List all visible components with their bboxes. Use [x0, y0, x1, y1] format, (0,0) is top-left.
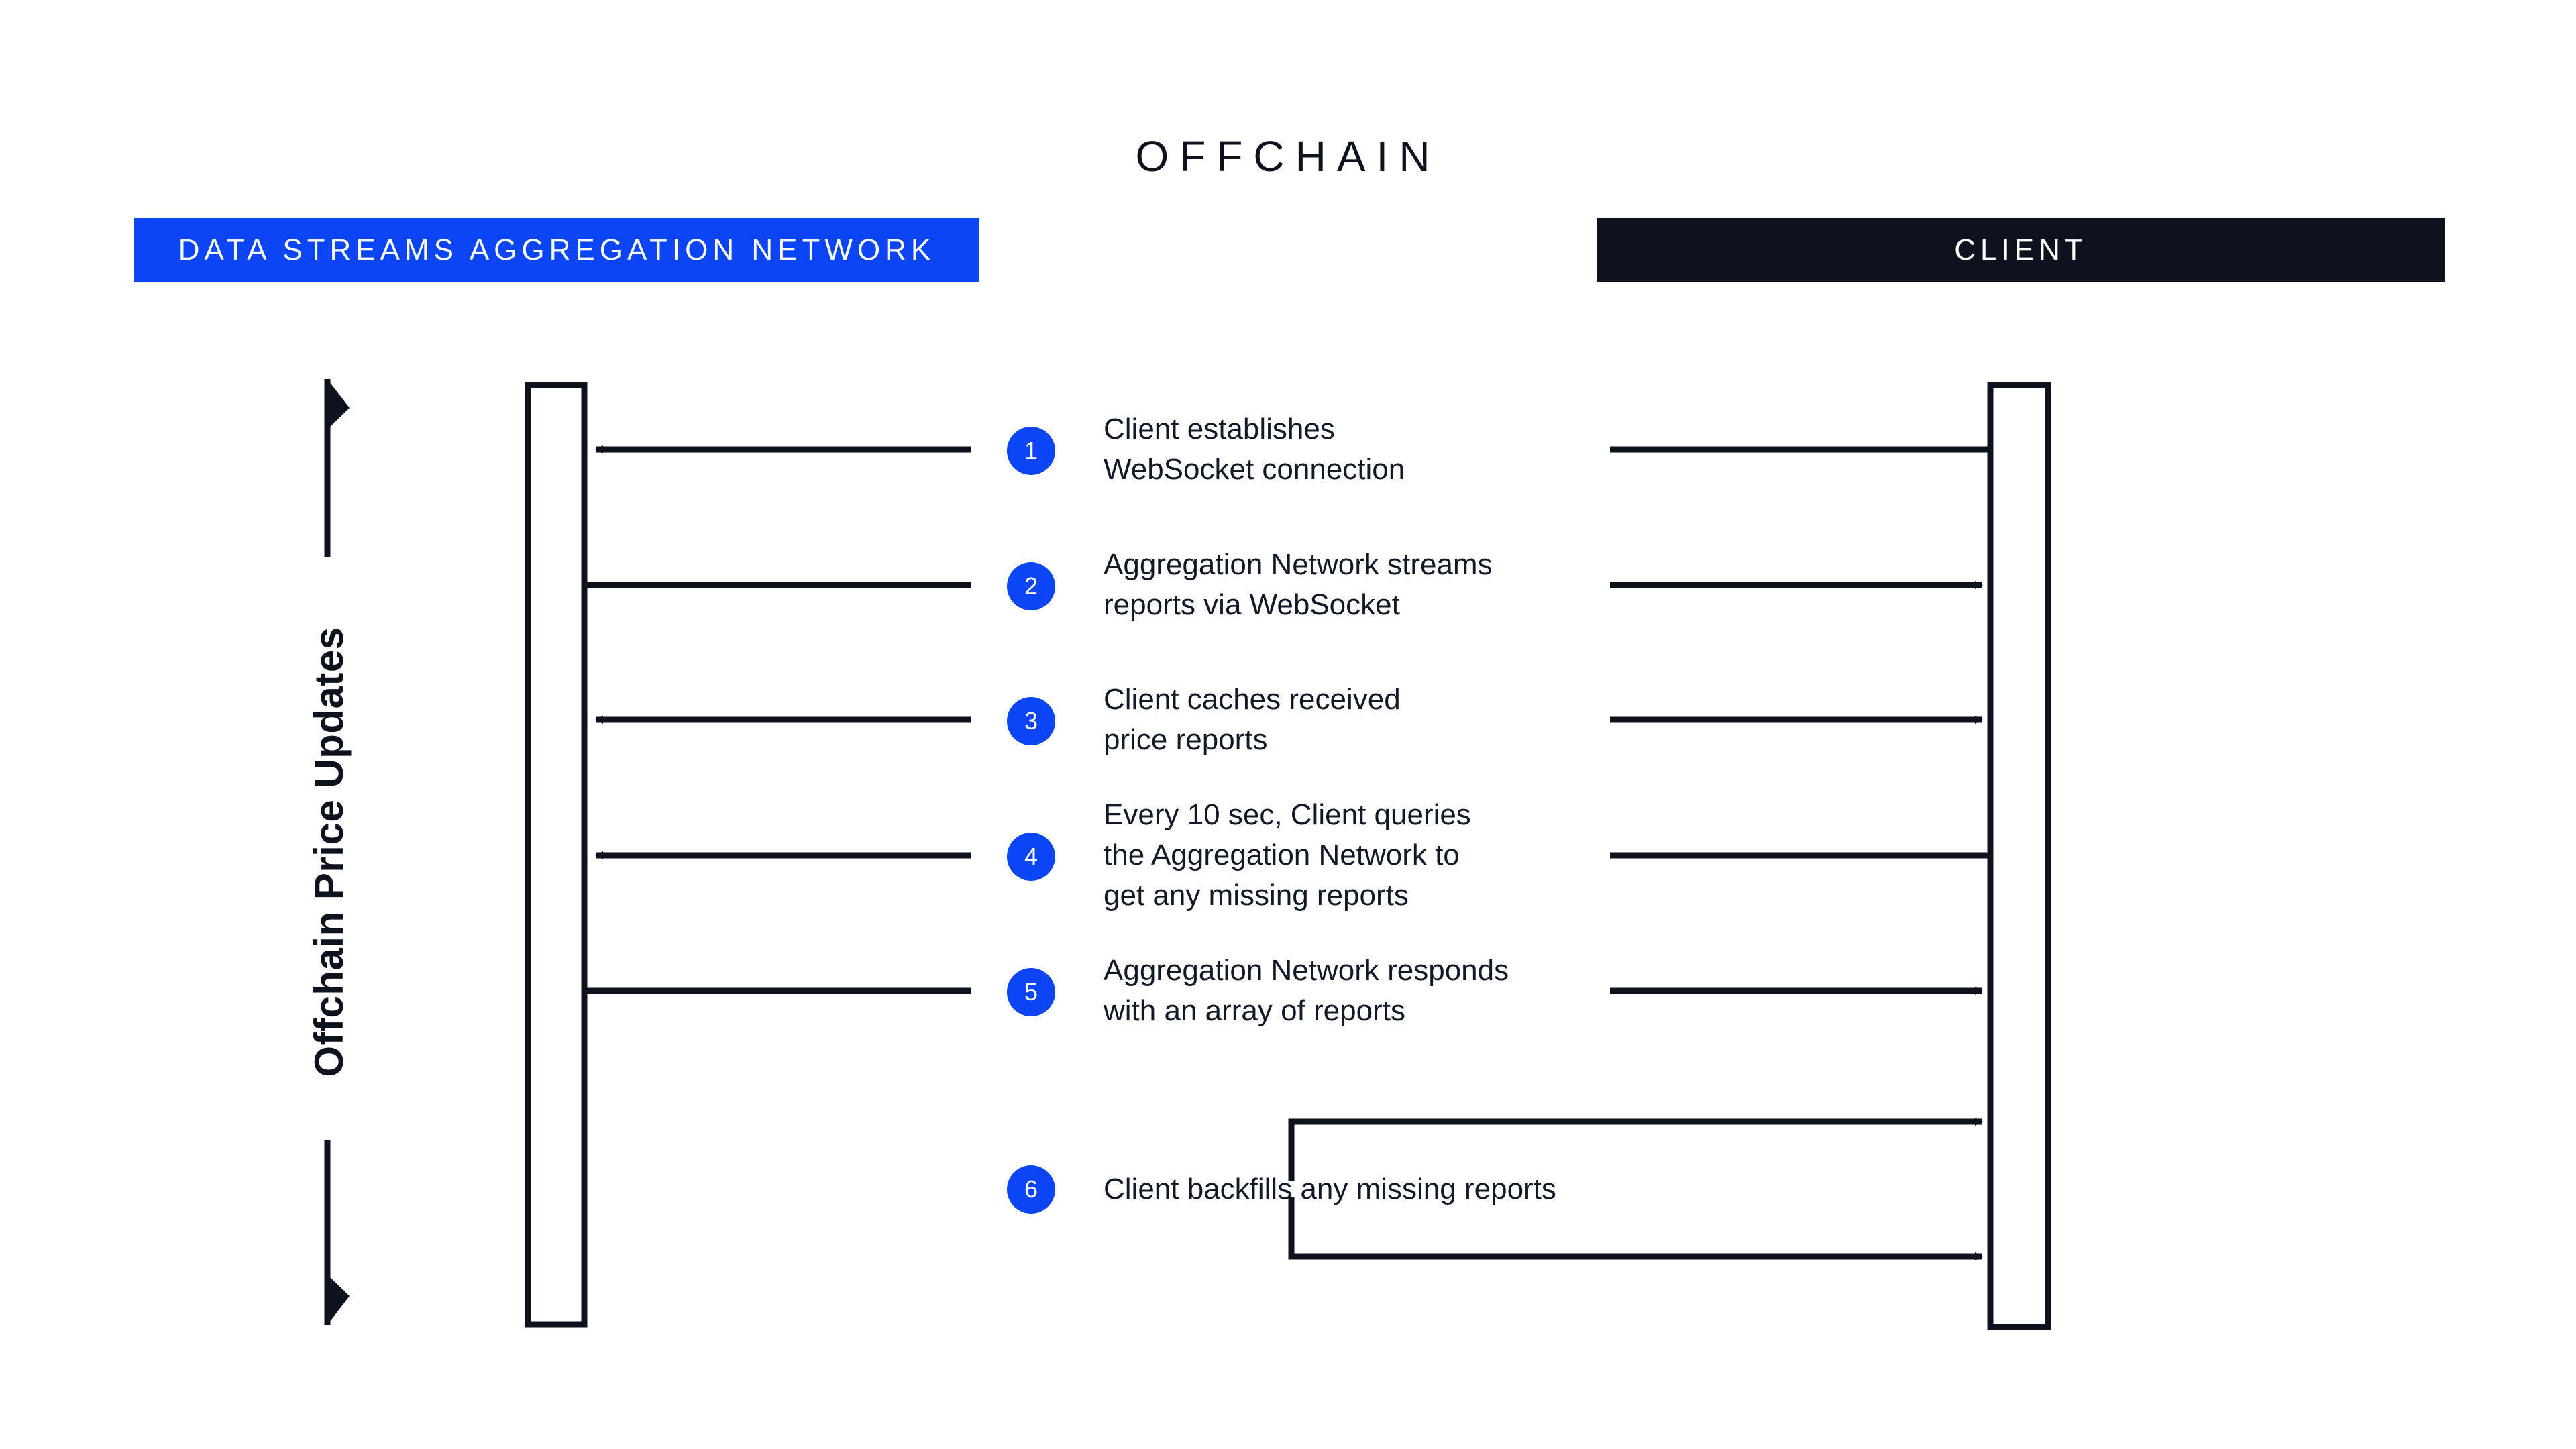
- lifeline-aggregation-network: [525, 382, 588, 1328]
- step-badge-4: 4: [1007, 833, 1055, 881]
- step-label-2: Aggregation Network streams reports via …: [1104, 548, 1493, 621]
- step-badge-5: 5: [1007, 968, 1055, 1016]
- lane-header-aggregation-network: DATA STREAMS AGGREGATION NETWORK: [134, 218, 979, 282]
- step-label-4: Every 10 sec, Client queries the Aggrega…: [1104, 798, 1471, 912]
- step-badge-3-number: 3: [1024, 707, 1038, 735]
- step-label-3: Client caches received price reports: [1104, 683, 1401, 756]
- lane-header-client-label: CLIENT: [1954, 233, 2088, 266]
- step-label-1: Client establishes WebSocket connection: [1104, 413, 1405, 486]
- step-badge-4-number: 4: [1024, 843, 1038, 870]
- lifeline-client: [1987, 382, 2051, 1330]
- step-badge-6-number: 6: [1024, 1175, 1038, 1203]
- step-label-6: Client backfills any missing reports: [1104, 1173, 1556, 1205]
- message-arrow-6: [1288, 1118, 1983, 1260]
- lane-header-client: CLIENT: [1597, 218, 2445, 282]
- step-badge-2-number: 2: [1024, 572, 1038, 600]
- step-label-5: Aggregation Network responds with an arr…: [1104, 954, 1509, 1027]
- step-badge-2: 2: [1007, 562, 1055, 610]
- step-badge-3: 3: [1007, 697, 1055, 745]
- step-badge-1: 1: [1007, 427, 1055, 475]
- step-badge-5-number: 5: [1024, 978, 1038, 1006]
- step-badge-6: 6: [1007, 1165, 1055, 1214]
- step-badge-1-number: 1: [1024, 437, 1038, 464]
- axis-arrow-line: [305, 379, 350, 1325]
- page-title: OFFCHAIN: [1135, 132, 1441, 180]
- lane-header-aggregation-network-label: DATA STREAMS AGGREGATION NETWORK: [178, 233, 936, 266]
